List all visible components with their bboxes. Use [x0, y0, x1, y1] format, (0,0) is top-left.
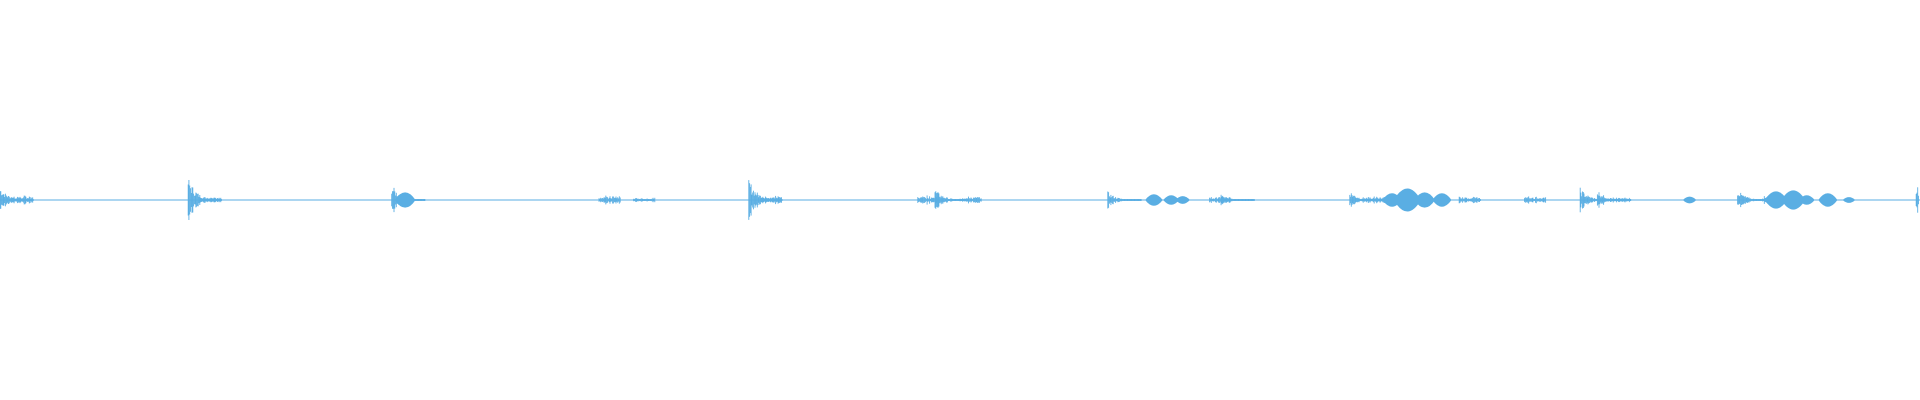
waveform-noise-25 [1458, 196, 1481, 204]
waveform-blob-33 [1764, 191, 1788, 209]
waveform-noise-12 [959, 196, 982, 204]
waveform-blob-22 [1393, 188, 1421, 212]
waveform-blob-15 [1163, 195, 1180, 205]
waveform-noise-29 [1608, 197, 1631, 203]
waveform-blob-34 [1781, 190, 1806, 210]
waveform-marks [0, 180, 1919, 220]
waveform-noise-26 [1524, 196, 1547, 204]
waveform-blob-23 [1414, 192, 1436, 208]
waveform-burst-13 [1107, 191, 1142, 209]
waveform-noise-7 [633, 197, 656, 203]
waveform-blob-30 [1682, 196, 1697, 204]
waveform-blob-35 [1798, 195, 1815, 205]
waveform-blob-37 [1842, 197, 1856, 203]
waveform-noise-1 [11, 195, 34, 205]
waveform-burst-18 [1220, 194, 1255, 206]
waveform-noise-20 [1362, 196, 1385, 204]
waveform-noise-6 [598, 195, 621, 205]
waveform-blob-5 [394, 192, 416, 208]
waveform-noise-9 [759, 195, 782, 205]
waveform-blob-24 [1432, 193, 1452, 207]
waveform-blob-16 [1175, 196, 1190, 204]
waveform-burst-38 [1915, 187, 1919, 213]
waveform-blob-36 [1818, 193, 1838, 207]
waveform-noise-3 [199, 197, 222, 203]
waveform-blob-14 [1145, 194, 1163, 206]
